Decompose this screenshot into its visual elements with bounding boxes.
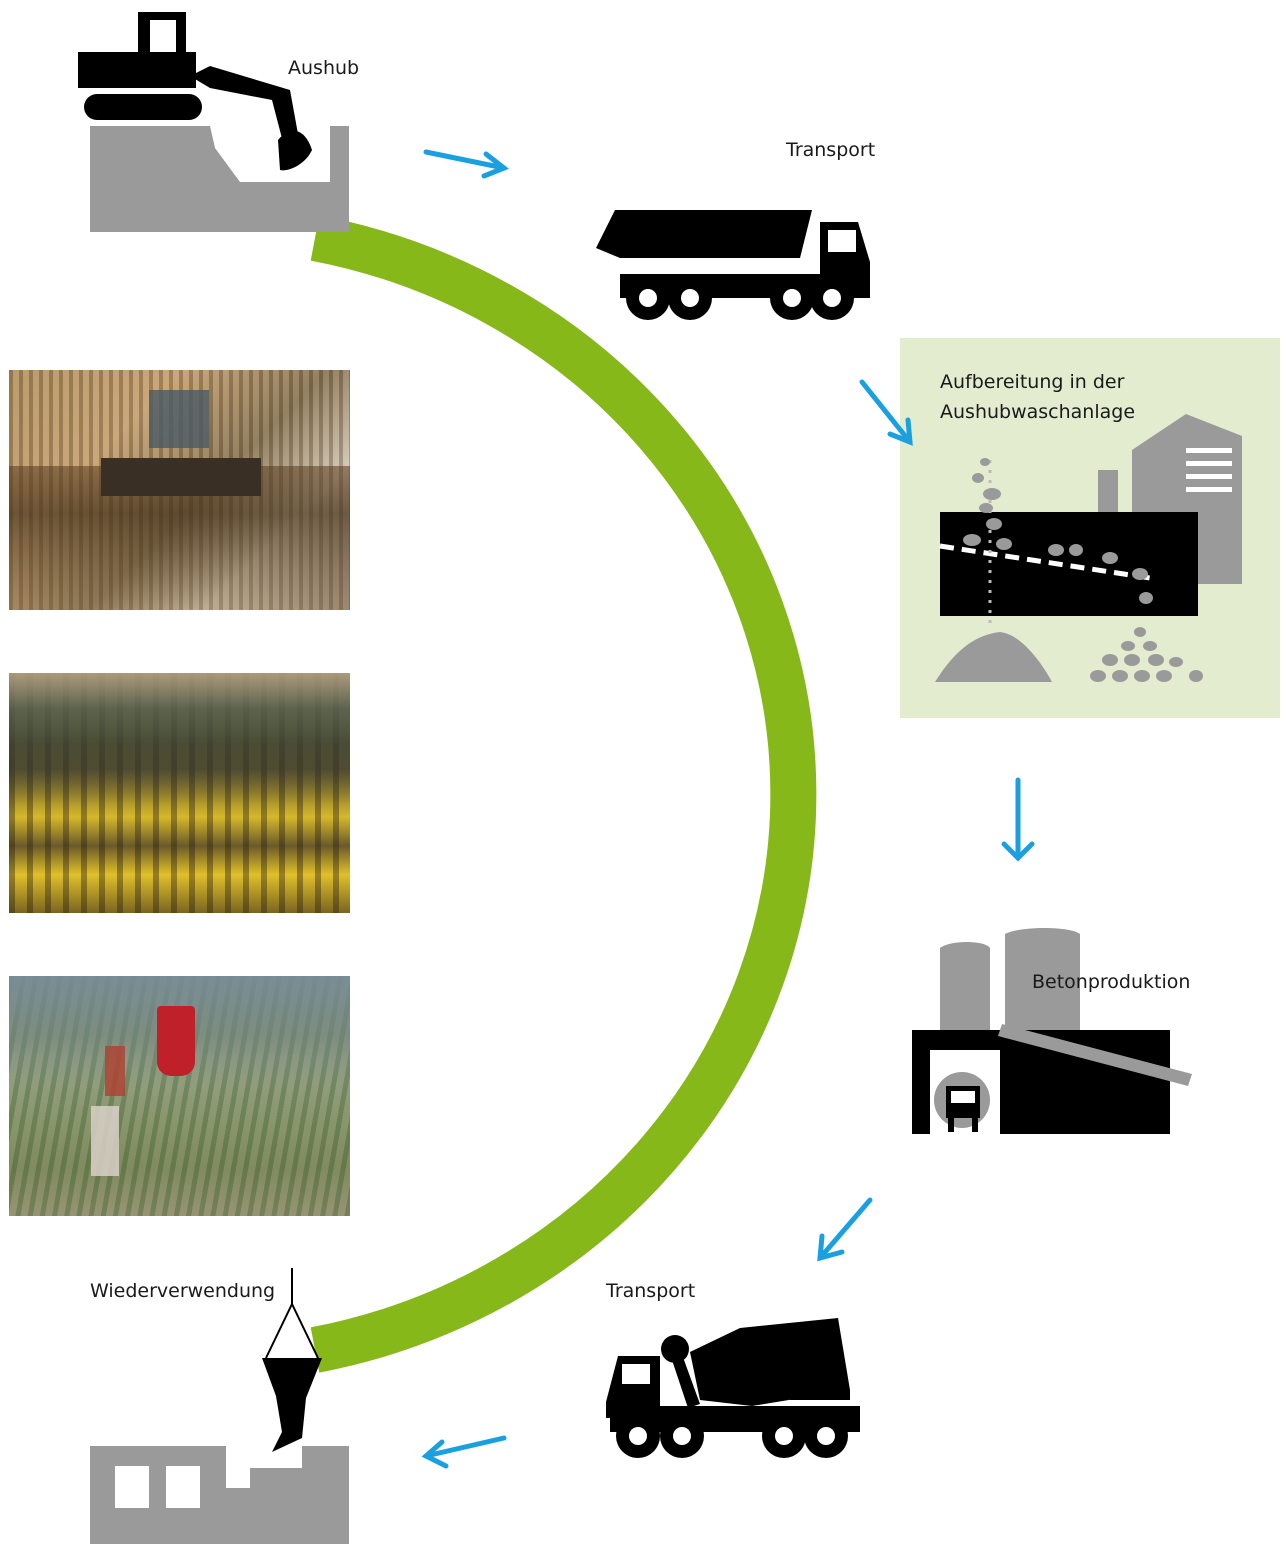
arrow-icon: [859, 379, 913, 446]
red-bucket-shape: [157, 1006, 195, 1076]
concrete-pouring-photo: [9, 976, 350, 1216]
excavator-icon: [78, 12, 349, 232]
building-icon: [90, 1446, 349, 1544]
arrow-icon: [1001, 777, 1035, 862]
washing-plant-icon: [935, 414, 1242, 682]
arrow-icon: [817, 1197, 873, 1262]
mixer-truck-icon: [606, 1318, 860, 1458]
label-aufbereitung-1: Aufbereitung in der: [940, 371, 1125, 393]
label-transport-bottom: Transport: [605, 1280, 695, 1302]
worker-shape: [105, 1046, 125, 1096]
cycle-arc: [310, 215, 817, 1373]
worker-shape: [91, 1106, 119, 1176]
label-aufbereitung-2: Aushubwaschanlage: [940, 401, 1135, 423]
arrow-icon: [421, 1435, 507, 1469]
excavation-photo: [9, 370, 350, 610]
dump-truck-icon: [596, 210, 870, 320]
arrow-icon: [423, 149, 509, 179]
washing-plant-photo: [9, 673, 350, 913]
concrete-plant-icon: [912, 928, 1192, 1134]
label-betonproduktion: Betonproduktion: [1032, 971, 1190, 993]
excavator-bucket-shape: [101, 458, 261, 496]
label-aushub: Aushub: [288, 57, 359, 79]
machine-shape: [149, 390, 209, 448]
label-wiederverwendung: Wiederverwendung: [90, 1280, 275, 1302]
crane-bucket-icon: [262, 1268, 322, 1452]
label-transport-top: Transport: [785, 139, 875, 161]
flow-arrows: [421, 149, 1035, 1469]
